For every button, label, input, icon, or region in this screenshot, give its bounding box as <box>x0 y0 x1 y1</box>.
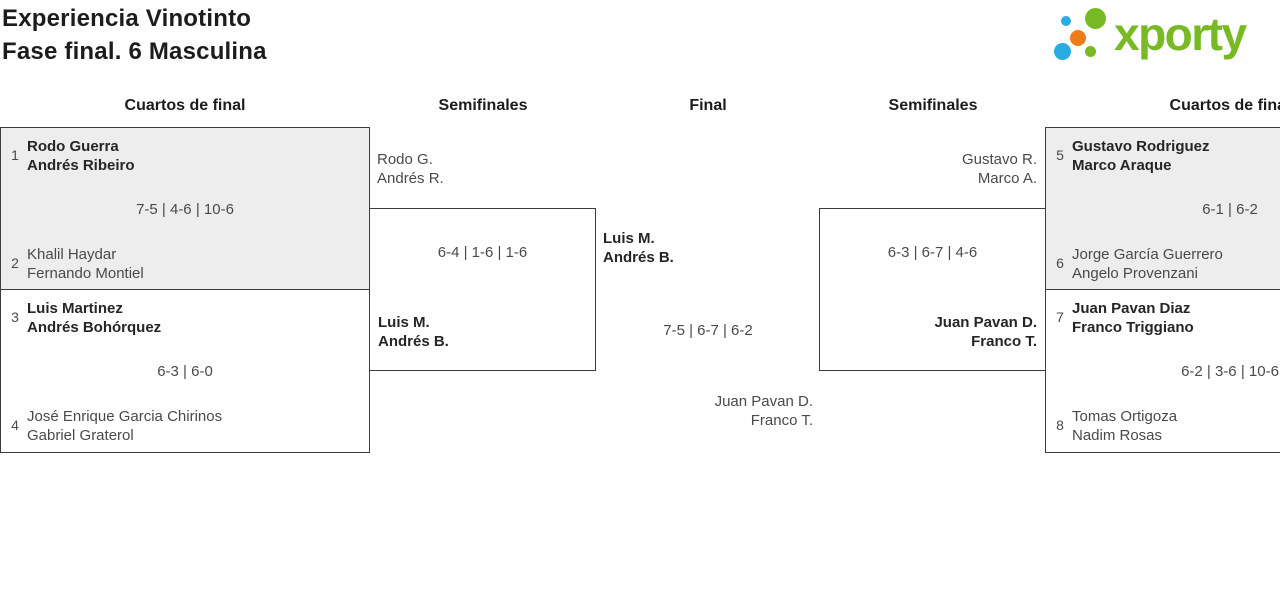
round-header-sf-left: Semifinales <box>438 97 528 114</box>
match-card-qf4[interactable]: 7 Juan Pavan Diaz Franco Triggiano 6-2 |… <box>1045 289 1280 453</box>
player-name: Marco Araque <box>1072 157 1172 174</box>
seed-number: 3 <box>11 309 19 325</box>
round-header-sf-right: Semifinales <box>888 97 978 114</box>
player-name: Juan Pavan D. <box>934 314 1037 331</box>
round-header-qf-right: Cuartos de final <box>1169 97 1280 114</box>
logo-dot-blue-large-icon <box>1054 43 1071 60</box>
match-card-sf-right[interactable]: 6-3 | 6-7 | 4-6 Juan Pavan D. Franco T. <box>819 208 1046 371</box>
final-top-team: Luis M. Andrés B. <box>603 229 674 267</box>
match-card-qf3[interactable]: 5 Gustavo Rodriguez Marco Araque 6-1 | 6… <box>1045 127 1280 290</box>
player-name: Nadim Rosas <box>1072 427 1163 444</box>
team-pair: Juan Pavan D. Franco T. <box>934 313 1037 351</box>
player-name: Marco A. <box>977 170 1037 187</box>
team-pair: Luis M. Andrés B. <box>378 313 449 351</box>
team-pair: Gustavo Rodriguez Marco Araque <box>1072 137 1210 175</box>
sf-right-top-team: Gustavo R. Marco A. <box>962 150 1037 188</box>
player-name: Angelo Provenzani <box>1072 265 1198 282</box>
page-title: Experiencia Vinotinto Fase final. 6 Masc… <box>2 2 267 68</box>
player-name: Tomas Ortigoza <box>1072 408 1178 425</box>
match-score: 6-1 | 6-2 <box>1202 201 1258 218</box>
tournament-name: Experiencia Vinotinto <box>2 5 252 32</box>
xporty-logo: xporty <box>1048 2 1278 74</box>
seed-number: 8 <box>1056 417 1064 433</box>
logo-dot-green-small-icon <box>1085 46 1096 57</box>
match-card-qf1[interactable]: 1 Rodo Guerra Andrés Ribeiro 7-5 | 4-6 |… <box>0 127 370 290</box>
logo-wordmark: xporty <box>1114 8 1247 60</box>
logo-dot-orange-icon <box>1070 30 1086 46</box>
logo-dot-green-large-icon <box>1085 8 1106 29</box>
player-name: Juan Pavan D. <box>714 393 813 410</box>
player-name: Andrés Bohórquez <box>27 319 162 336</box>
team-pair: Luis Martinez Andrés Bohórquez <box>27 299 161 337</box>
match-card-qf2[interactable]: 3 Luis Martinez Andrés Bohórquez 6-3 | 6… <box>0 289 370 453</box>
round-header-qf-left: Cuartos de final <box>124 97 246 114</box>
team-pair: José Enrique Garcia Chirinos Gabriel Gra… <box>27 407 222 445</box>
seed-number: 1 <box>11 147 19 163</box>
player-name: Luis Martinez <box>27 300 123 317</box>
match-score: 7-5 | 4-6 | 10-6 <box>136 201 234 218</box>
team-pair: Tomas Ortigoza Nadim Rosas <box>1072 407 1177 445</box>
seed-number: 5 <box>1056 147 1064 163</box>
player-name: Juan Pavan Diaz <box>1072 300 1191 317</box>
seed-number: 2 <box>11 255 19 271</box>
match-card-sf-left[interactable]: 6-4 | 1-6 | 1-6 Luis M. Andrés B. <box>369 208 596 371</box>
player-name: Luis M. <box>603 230 655 247</box>
player-name: Andrés Ribeiro <box>27 157 135 174</box>
player-name: Rodo G. <box>377 151 433 168</box>
player-name: Khalil Haydar <box>27 246 117 263</box>
player-name: Franco Triggiano <box>1072 319 1194 336</box>
player-name: Fernando Montiel <box>27 265 144 282</box>
player-name: Rodo Guerra <box>27 138 119 155</box>
sf-left-top-team: Rodo G. Andrés R. <box>377 150 444 188</box>
player-name: Andrés B. <box>378 333 449 350</box>
player-name: Gabriel Graterol <box>27 427 134 444</box>
final-score: 7-5 | 6-7 | 6-2 <box>663 322 753 339</box>
seed-number: 4 <box>11 417 19 433</box>
logo-dot-blue-small-icon <box>1061 16 1071 26</box>
player-name: Gustavo R. <box>961 151 1037 168</box>
final-bottom-team: Juan Pavan D. Franco T. <box>715 392 813 430</box>
player-name: José Enrique Garcia Chirinos <box>27 408 223 425</box>
round-header-final: Final <box>689 97 727 114</box>
team-pair: Juan Pavan Diaz Franco Triggiano <box>1072 299 1194 337</box>
match-score: 6-3 | 6-0 <box>157 363 213 380</box>
team-pair: Khalil Haydar Fernando Montiel <box>27 245 144 283</box>
match-score: 6-3 | 6-7 | 4-6 <box>887 244 978 261</box>
player-name: Franco T. <box>971 333 1037 350</box>
seed-number: 7 <box>1056 309 1064 325</box>
player-name: Luis M. <box>378 314 430 331</box>
player-name: Andrés B. <box>603 249 674 266</box>
team-pair: Jorge García Guerrero Angelo Provenzani <box>1072 245 1223 283</box>
player-name: Andrés R. <box>377 170 444 187</box>
player-name: Jorge García Guerrero <box>1072 246 1223 263</box>
player-name: Gustavo Rodriguez <box>1072 138 1210 155</box>
team-pair: Rodo Guerra Andrés Ribeiro <box>27 137 135 175</box>
match-score: 6-2 | 3-6 | 10-6 <box>1181 363 1279 380</box>
match-score: 6-4 | 1-6 | 1-6 <box>437 244 528 261</box>
seed-number: 6 <box>1056 255 1064 271</box>
phase-name: Fase final. 6 Masculina <box>2 38 267 65</box>
player-name: Franco T. <box>750 412 813 429</box>
